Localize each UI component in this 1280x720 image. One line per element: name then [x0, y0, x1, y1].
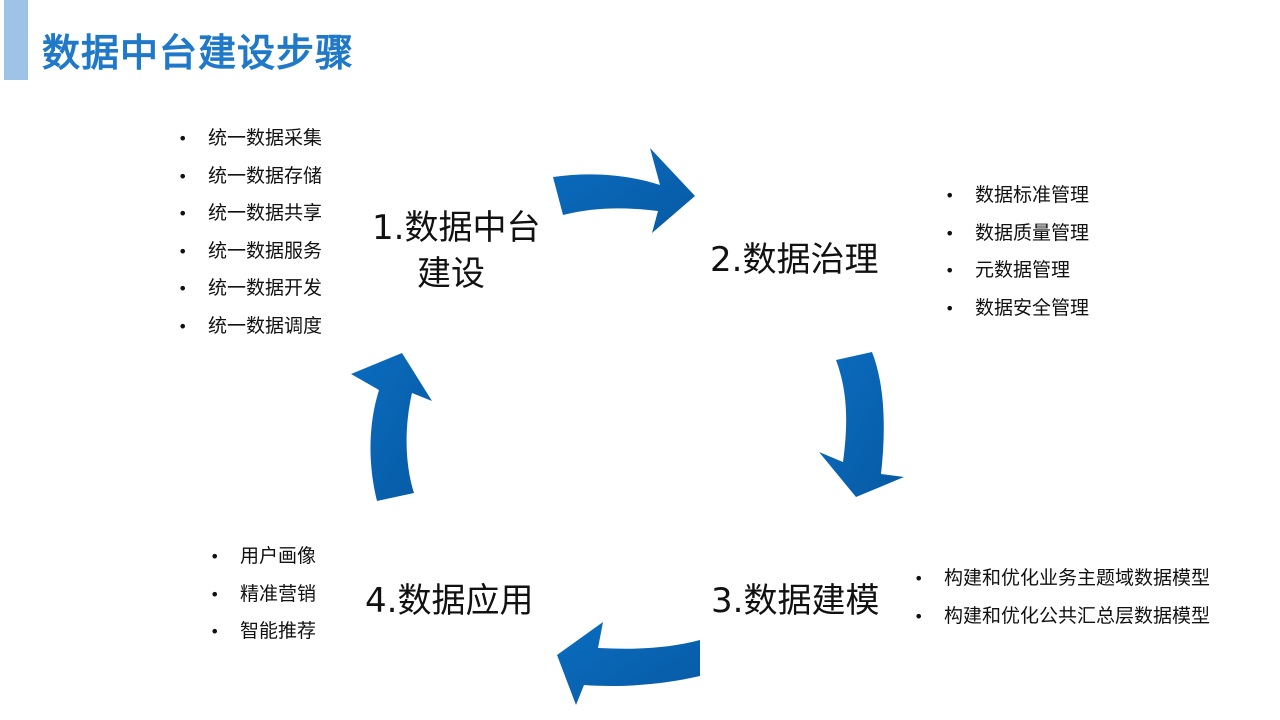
step-4-item: 用户画像	[210, 538, 316, 576]
title-accent-bar	[4, 0, 28, 80]
step-1-item: 统一数据采集	[178, 120, 322, 158]
step-2-item: 元数据管理	[945, 252, 1089, 290]
step-2-item: 数据标准管理	[945, 177, 1089, 215]
step-2-label-line-1: 2.数据治理	[710, 240, 879, 280]
step-2-label: 2.数据治理	[710, 237, 878, 283]
step-4-item: 智能推荐	[210, 613, 316, 651]
step-2-item-list: 数据标准管理 数据质量管理 元数据管理 数据安全管理	[945, 177, 1089, 327]
step-2-item: 数据安全管理	[945, 290, 1089, 328]
arrow-step2-to-step3	[819, 352, 904, 497]
step-2-item: 数据质量管理	[945, 215, 1089, 253]
arrow-step1-to-step2	[553, 148, 695, 233]
page-title: 数据中台建设步骤	[42, 31, 355, 75]
step-1-item: 统一数据共享	[178, 195, 322, 233]
step-1-label-line-1: 1.数据中台	[372, 208, 541, 248]
step-3-item: 构建和优化公共汇总层数据模型	[914, 598, 1210, 636]
step-1-item: 统一数据存储	[178, 158, 322, 196]
step-1-label-line-2: 建设	[417, 254, 485, 294]
step-1-item: 统一数据开发	[178, 270, 322, 308]
step-4-item: 精准营销	[210, 576, 316, 614]
step-3-label-line-1: 3.数据建模	[711, 581, 880, 621]
step-1-item: 统一数据调度	[178, 308, 322, 346]
step-3-label: 3.数据建模	[711, 578, 879, 624]
step-4-label-line-1: 4.数据应用	[365, 581, 534, 621]
step-3-item: 构建和优化业务主题域数据模型	[914, 560, 1210, 598]
step-1-item-list: 统一数据采集 统一数据存储 统一数据共享 统一数据服务 统一数据开发 统一数据调…	[178, 120, 322, 345]
arrow-step4-to-step1	[351, 353, 432, 501]
step-3-item-list: 构建和优化业务主题域数据模型 构建和优化公共汇总层数据模型	[914, 560, 1210, 635]
step-4-item-list: 用户画像 精准营销 智能推荐	[210, 538, 316, 651]
arrow-step3-to-step4	[557, 622, 700, 705]
step-4-label: 4.数据应用	[365, 578, 533, 624]
step-1-item: 统一数据服务	[178, 233, 322, 271]
step-1-label: 1.数据中台 建设	[372, 205, 540, 297]
